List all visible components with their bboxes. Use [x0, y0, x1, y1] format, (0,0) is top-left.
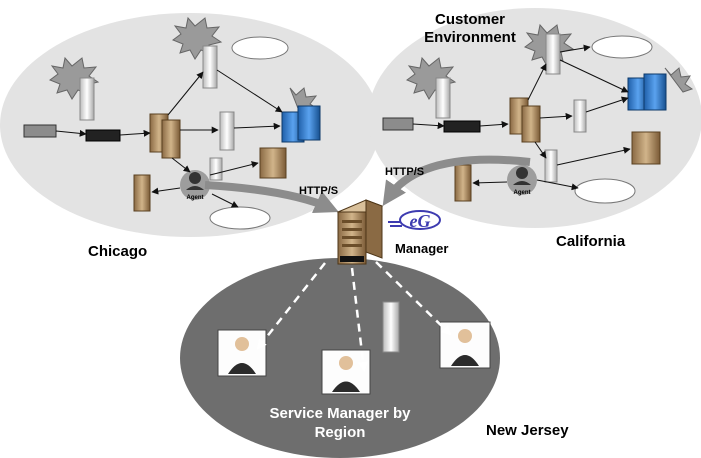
- http-label-left: HTTP/S: [299, 185, 338, 197]
- server-tower-icon: [545, 33, 561, 75]
- server-tower-icon: [79, 77, 95, 121]
- server-tower-icon: [573, 99, 587, 133]
- service-manager-line2: Region: [315, 424, 366, 441]
- service-manager-line1: Service Manager by: [270, 405, 412, 422]
- storage-device-icon: [133, 174, 151, 212]
- rack-server-icon: [161, 119, 181, 159]
- manager-server: [336, 199, 384, 265]
- logo-text: eG: [410, 211, 431, 231]
- server-tower-icon: [435, 77, 451, 119]
- blue-server-icon: [643, 73, 667, 111]
- server-tower-icon: [544, 149, 558, 183]
- cloud-icon: [209, 206, 271, 230]
- cloud-icon: [574, 178, 636, 204]
- storage-device-icon: [454, 164, 472, 202]
- agent-icon: Agent: [507, 165, 537, 196]
- agent-label-california: Agent: [514, 190, 531, 196]
- network-switch-icon: [443, 120, 481, 133]
- server-tower-icon: [382, 301, 400, 353]
- http-label-right: HTTP/S: [385, 166, 424, 178]
- manager-label: Manager: [395, 241, 448, 256]
- customer-environment-line2: Environment: [424, 29, 516, 46]
- user-workstation-icon: [217, 329, 267, 377]
- cloud-icon: [591, 35, 653, 59]
- server-tower-icon: [219, 111, 235, 151]
- rack-server-icon: [521, 105, 541, 143]
- california-devices: Agent: [382, 23, 694, 204]
- chicago-devices: Agent: [23, 16, 321, 230]
- agent-label-chicago: Agent: [187, 195, 204, 201]
- dashed-arrow: [375, 261, 452, 336]
- network-switch-icon: [382, 117, 414, 131]
- region-label-chicago: Chicago: [88, 243, 147, 260]
- storage-device-icon: [259, 147, 287, 179]
- dashed-arrow: [256, 262, 326, 350]
- burst-icon: [664, 67, 694, 93]
- network-switch-icon: [85, 129, 121, 142]
- server-tower-icon: [202, 45, 218, 89]
- customer-environment-line1: Customer: [435, 11, 505, 28]
- region-label-california: California: [556, 233, 626, 250]
- region-label-new-jersey: New Jersey: [486, 422, 569, 439]
- storage-device-icon: [631, 131, 661, 165]
- user-workstation-icon: [439, 321, 491, 369]
- blue-server-icon: [297, 105, 321, 141]
- agent-icon: Agent: [180, 170, 210, 201]
- dashed-arrow: [350, 267, 369, 372]
- eg-logo-icon: eG: [388, 210, 441, 231]
- http-arrow-right: [382, 155, 531, 206]
- server-tower-icon: [209, 157, 223, 181]
- http-arrow-left: [204, 181, 339, 214]
- cloud-icon: [231, 36, 289, 60]
- network-switch-icon: [23, 124, 57, 138]
